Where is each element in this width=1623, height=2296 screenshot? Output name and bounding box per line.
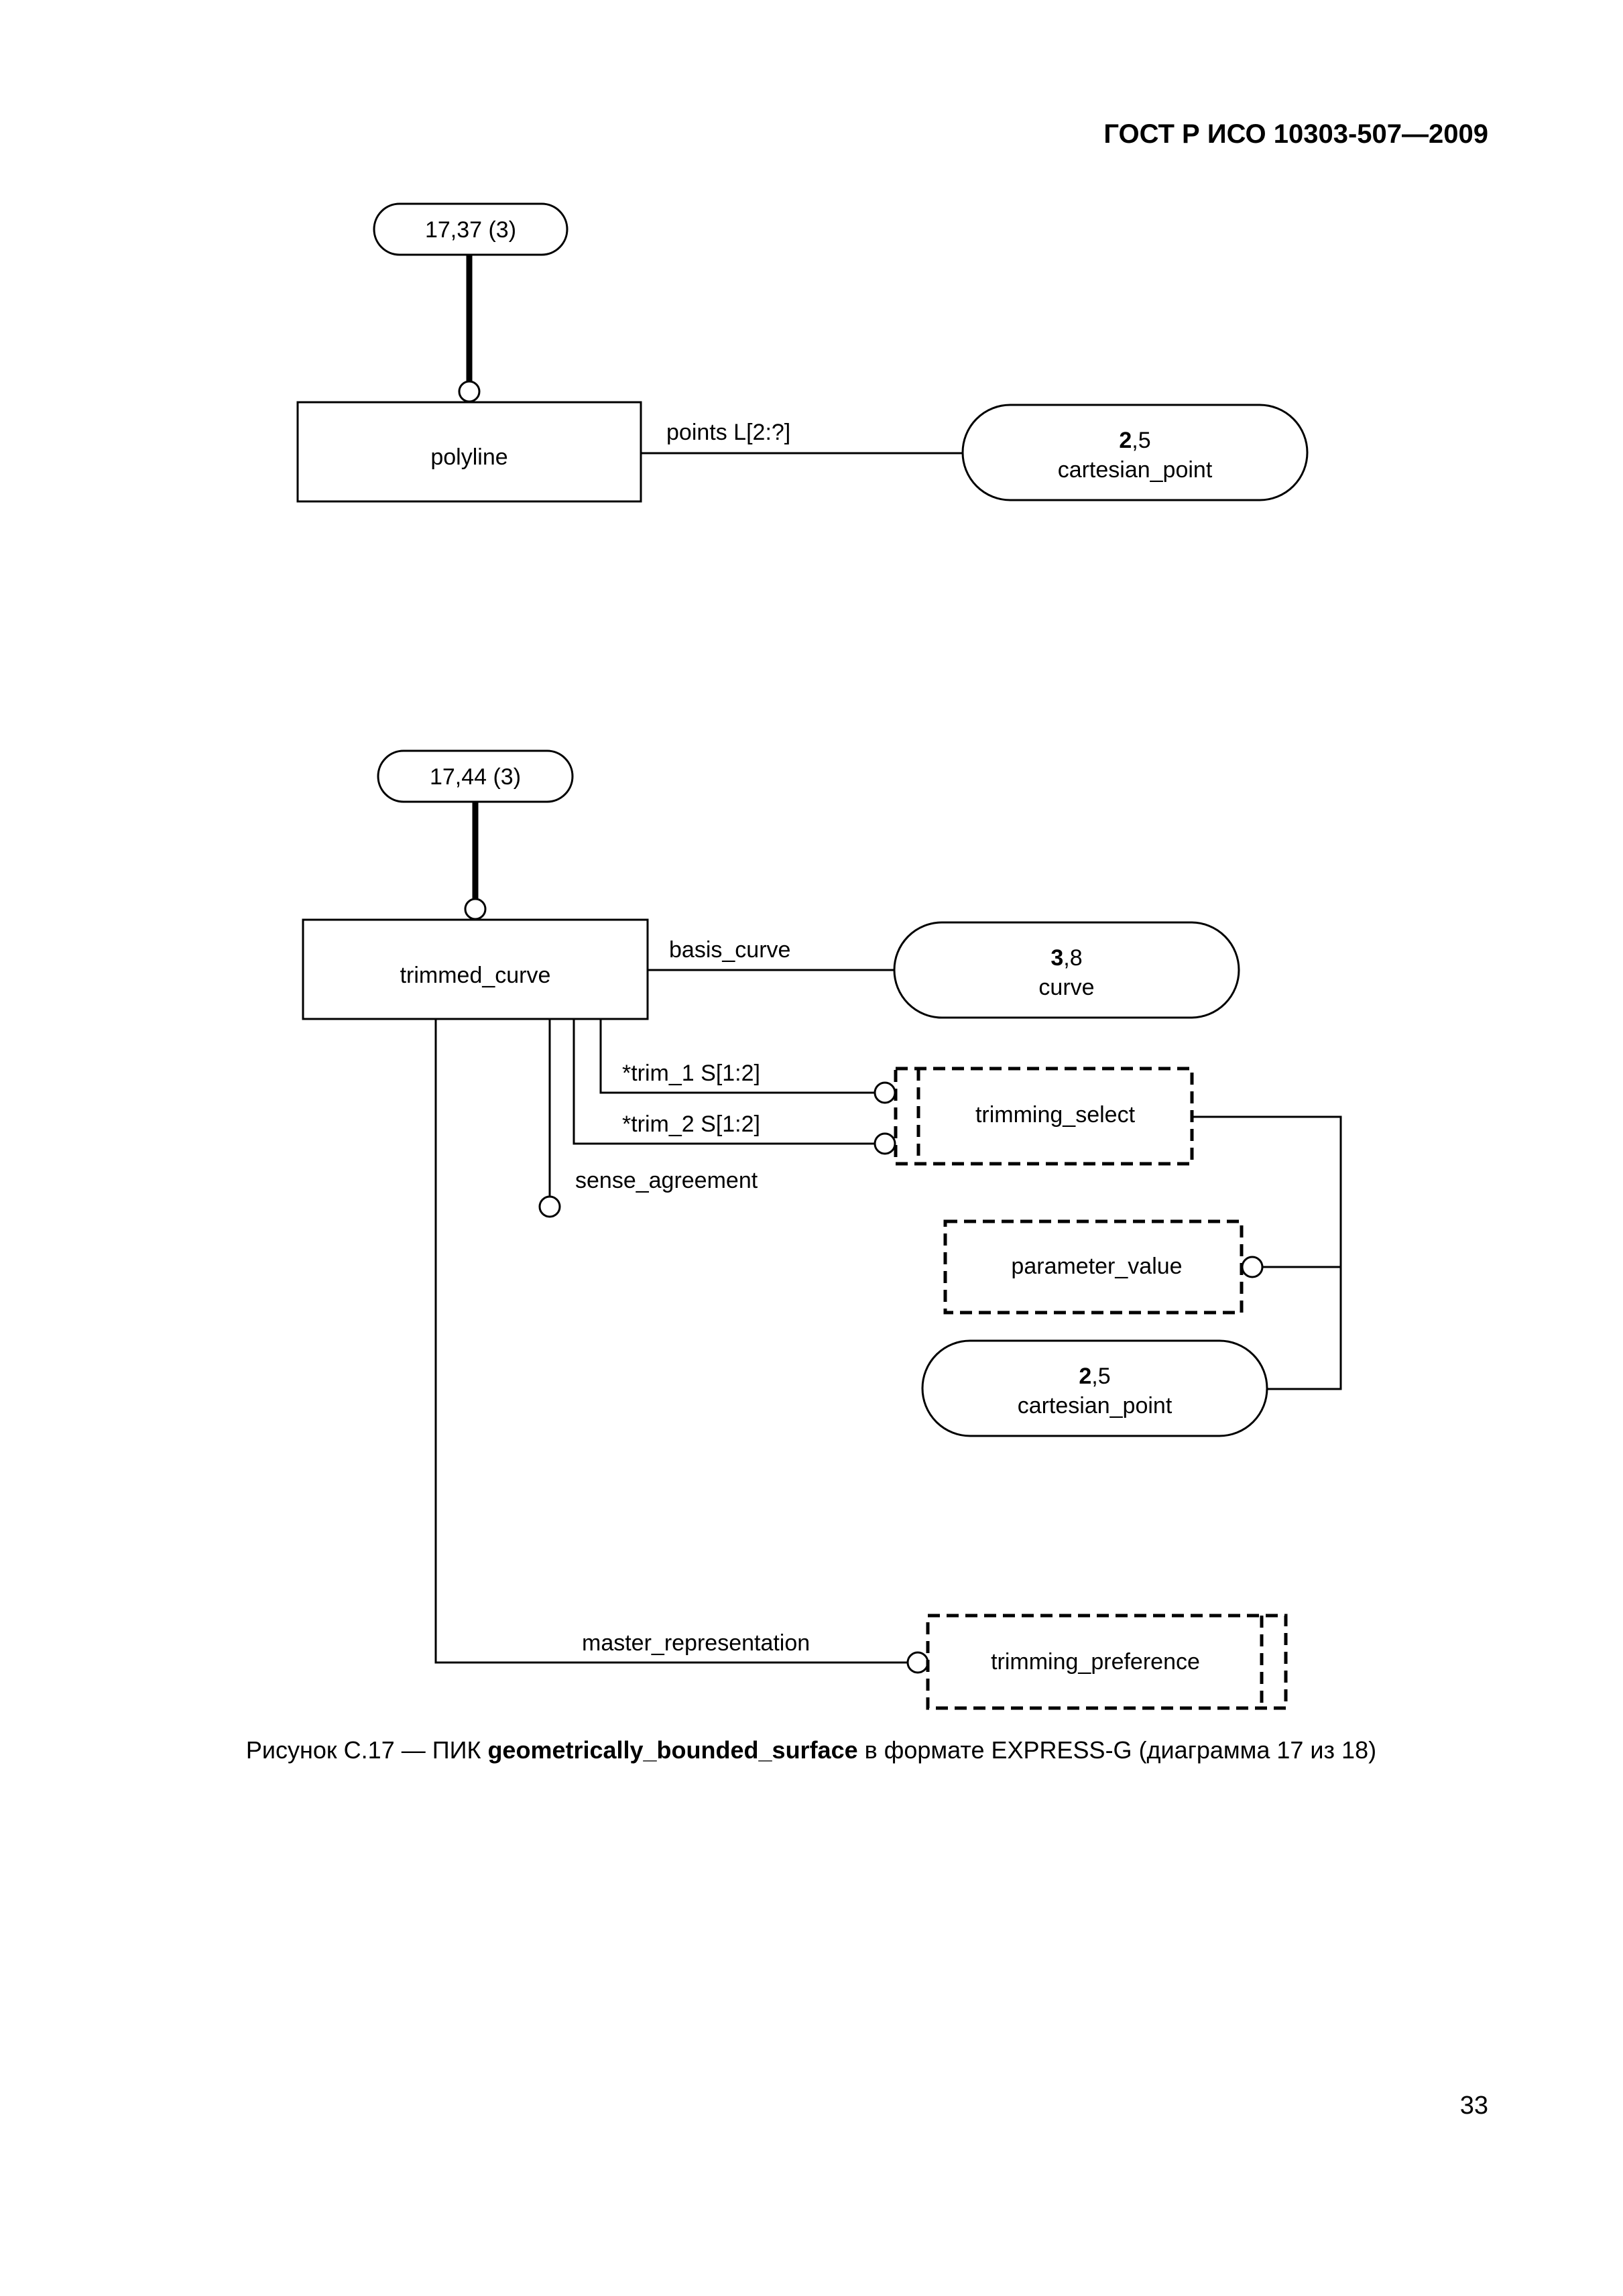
attribute-sense-agreement-label: sense_agreement	[575, 1168, 758, 1193]
type-trimming-preference	[926, 1614, 1288, 1710]
trim-2-circle	[874, 1132, 896, 1155]
reference-curve	[893, 921, 1240, 1019]
reference-cartesian-point-2	[921, 1339, 1268, 1437]
sense-agreement-circle	[538, 1195, 561, 1218]
reference-number-point: 2,5	[1079, 1364, 1110, 1389]
reference-cartesian-point	[961, 404, 1309, 501]
type-parameter-value	[943, 1219, 1244, 1315]
document-header: ГОСТ Р ИСО 10303-507—2009	[1103, 119, 1488, 149]
attribute-line-master-representation	[434, 1019, 908, 1664]
attribute-line-trim-1	[599, 1019, 875, 1094]
polyline-diagram: 17,37 (3) polyline points L[2:?] 2,5 car…	[296, 202, 1309, 503]
type-trimming-preference-label: trimming_preference	[991, 1649, 1200, 1675]
attribute-points-label: points L[2:?]	[666, 420, 790, 445]
attribute-trim-2-label: *trim_2 S[1:2]	[622, 1111, 760, 1137]
page-number: 33	[1459, 2092, 1488, 2120]
subtype-circle	[458, 380, 481, 403]
master-representation-circle	[906, 1651, 929, 1674]
attribute-master-representation-label: master_representation	[582, 1630, 810, 1656]
attribute-trim-1-label: *trim_1 S[1:2]	[622, 1061, 760, 1086]
type-parameter-value-label: parameter_value	[1011, 1254, 1182, 1279]
select-member-line	[1192, 1115, 1342, 1390]
figure-caption: Рисунок С.17 — ПИК geometrically_bounded…	[245, 1736, 1377, 1764]
reference-number-curve: 3,8	[1050, 945, 1082, 971]
reference-cartesian-point-label: cartesian_point	[1058, 457, 1213, 483]
attribute-basis-curve-label: basis_curve	[669, 937, 790, 963]
page-reference-label-2: 17,44 (3)	[430, 764, 521, 790]
subtype-circle-2	[464, 898, 487, 920]
trimmed-curve-diagram: 17,44 (3) trimmed_curve basis_curve 3,8 …	[302, 749, 1342, 1710]
entity-polyline	[296, 401, 642, 503]
reference-cartesian-point-2-label: cartesian_point	[1018, 1393, 1173, 1418]
attribute-line-trim-2	[573, 1019, 875, 1145]
entity-polyline-label: polyline	[430, 444, 507, 470]
reference-curve-label: curve	[1038, 975, 1094, 1000]
reference-number: 2,5	[1119, 428, 1150, 453]
parameter-value-circle	[1241, 1256, 1264, 1278]
trim-1-circle	[874, 1081, 896, 1104]
entity-trimmed-curve-label: trimmed_curve	[400, 963, 551, 988]
page-reference-label: 17,37 (3)	[425, 217, 516, 243]
select-trimming-select-label: trimming_select	[975, 1102, 1136, 1128]
